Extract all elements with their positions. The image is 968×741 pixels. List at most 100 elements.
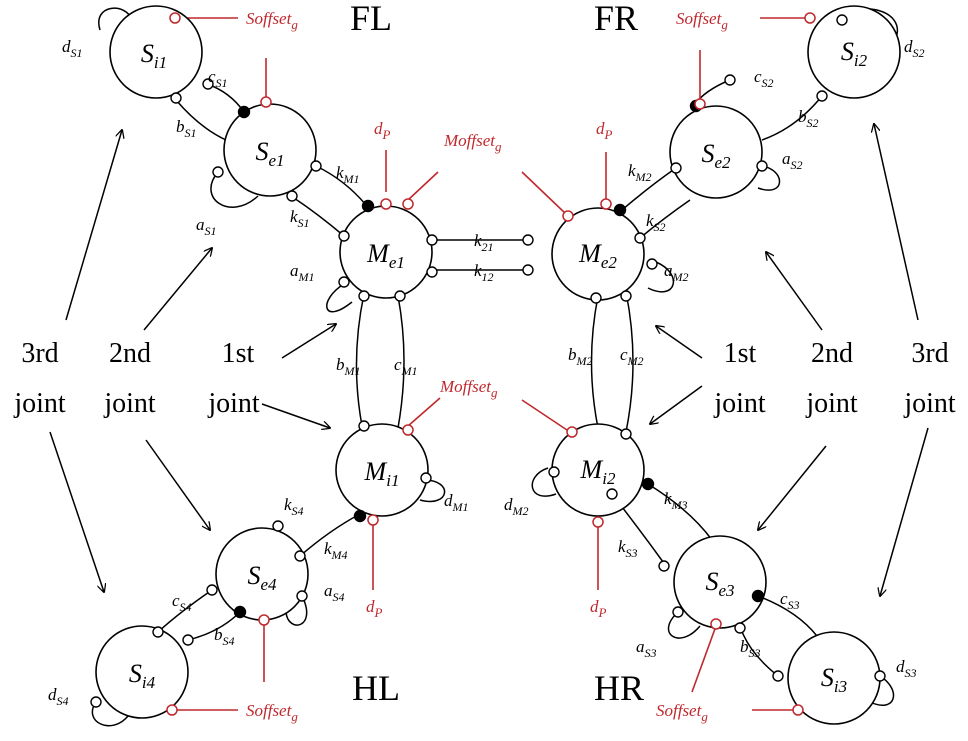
- am2-label: aM2: [664, 261, 689, 284]
- self-loops: [91, 7, 899, 727]
- node-si2-circle: [807, 5, 901, 99]
- loop-si3: [869, 675, 895, 706]
- moffset-hr-line: [521, 399, 571, 433]
- joint-2nd-right-line2: joint: [805, 388, 858, 419]
- moffset-hl-label: Moffsetg: [439, 377, 498, 400]
- joint-1st-left-line1: 1st: [222, 338, 255, 369]
- dp-fl-label: dP: [374, 119, 391, 142]
- link-me1-mi1-left: [355, 293, 365, 427]
- moffset-fr-line: [521, 171, 567, 215]
- moffset-fl-label: Moffsetg: [443, 131, 502, 154]
- soffset-fl-label: Soffsetg: [246, 9, 298, 32]
- leg-label-fr: FR: [594, 0, 638, 38]
- cs4-label: cS4: [172, 591, 192, 614]
- synapses-red: [166, 12, 816, 716]
- cs2-label: cS2: [754, 67, 774, 90]
- arrow-1st-hr: [650, 385, 703, 424]
- leg-label-hl: HL: [352, 668, 400, 708]
- joint-1st-right-line1: 1st: [724, 338, 757, 369]
- soffset-hr-label: Soffsetg: [656, 701, 708, 724]
- arrow-2nd-hr: [758, 445, 827, 530]
- ks1-label: kS1: [290, 207, 310, 230]
- bm2-label: bM2: [568, 345, 593, 368]
- arrow-2nd-fr: [766, 252, 823, 331]
- loop-se2: [757, 165, 781, 191]
- node-mi1-label: Mi1: [364, 457, 400, 490]
- joint-labels: 1st joint 2nd joint 3rd joint 1st joint …: [13, 338, 956, 419]
- link-se1-si1-b: [175, 99, 227, 141]
- node-se3-label: Se3: [705, 567, 734, 600]
- am1-label: aM1: [290, 261, 315, 284]
- node-labels: Si1 Se1 Me1 Si2 Se2 Me2 Mi1 Mi2 Se4 Si4 …: [129, 37, 868, 696]
- km1-label: kM1: [336, 163, 360, 186]
- link-se1-me1: [315, 165, 367, 206]
- ds2-label: dS2: [904, 37, 925, 60]
- cm2-label: cM2: [620, 345, 644, 368]
- node-mi2-label: Mi2: [580, 455, 616, 488]
- soffset-fr-label: Soffsetg: [676, 9, 728, 32]
- joint-1st-right-line2: joint: [713, 388, 766, 419]
- ds3-label: dS3: [896, 657, 917, 680]
- dp-hr-label: dP: [590, 597, 607, 620]
- km3-label: kM3: [664, 489, 688, 512]
- moffset-fl-line: [407, 171, 439, 201]
- ds4-label: dS4: [48, 685, 69, 708]
- node-se1-label: Se1: [255, 137, 284, 170]
- arrows: [49, 124, 929, 596]
- loop-me1: [326, 283, 353, 313]
- arrow-1st-fr: [656, 326, 703, 359]
- joint-3rd-right-line2: joint: [903, 388, 956, 419]
- arrow-3rd-hl: [49, 431, 104, 592]
- arrow-3rd-fr: [874, 124, 919, 321]
- node-si3-label: Si3: [821, 663, 847, 696]
- loop-se1: [210, 171, 259, 208]
- node-si1-circle: [109, 5, 203, 99]
- k21-label: k21: [474, 231, 494, 254]
- arrow-1st-hl: [261, 403, 330, 428]
- cm1-label: cM1: [394, 355, 418, 378]
- offset-lines: [172, 17, 810, 711]
- arrow-2nd-hl: [145, 439, 210, 530]
- cs3-label: cS3: [780, 589, 800, 612]
- link-me2-mi2-right: [625, 291, 634, 433]
- joint-2nd-right-line1: 2nd: [811, 338, 853, 369]
- km4-label: kM4: [324, 539, 348, 562]
- node-se2-circle: [669, 105, 763, 199]
- node-si1-label: Si1: [141, 39, 167, 72]
- link-me2-mi2-left: [590, 295, 599, 429]
- node-me2-label: Me2: [578, 239, 617, 272]
- dp-fr-label: dP: [596, 119, 613, 142]
- synapses-filled: [233, 99, 765, 619]
- as3-label: aS3: [636, 637, 657, 660]
- arrow-3rd-hr: [880, 427, 929, 596]
- node-mi1-circle: [335, 423, 429, 517]
- leg-label-fl: FL: [350, 0, 392, 38]
- node-se1-circle: [223, 103, 317, 197]
- leg-label-hr: HR: [594, 668, 644, 708]
- loop-se3: [667, 613, 701, 639]
- arrow-3rd-fl: [65, 130, 122, 321]
- leg-labels: FL FR HL HR: [350, 0, 644, 708]
- joint-3rd-right-line1: 3rd: [911, 338, 948, 369]
- as1-label: aS1: [196, 215, 217, 238]
- k12-label: k12: [474, 261, 494, 284]
- soffset-hr-line-a: [691, 625, 717, 693]
- node-si4-label: Si4: [129, 659, 156, 692]
- node-se2-label: Se2: [701, 139, 731, 172]
- ks4-label: kS4: [284, 495, 304, 518]
- ks2-label: kS2: [646, 211, 666, 234]
- as4-label: aS4: [324, 581, 345, 604]
- loop-si4: [91, 701, 129, 727]
- loop-me2: [647, 261, 675, 293]
- node-se4-label: Se4: [247, 561, 277, 594]
- dm2-label: dM2: [504, 495, 529, 518]
- link-mi2-se3-k: [647, 483, 713, 541]
- dm1-label: dM1: [444, 491, 469, 514]
- ks3-label: kS3: [618, 537, 638, 560]
- joint-3rd-left-line2: joint: [13, 388, 66, 419]
- loop-mi1: [419, 479, 446, 503]
- as2-label: aS2: [782, 149, 803, 172]
- node-si2-label: Si2: [841, 37, 868, 70]
